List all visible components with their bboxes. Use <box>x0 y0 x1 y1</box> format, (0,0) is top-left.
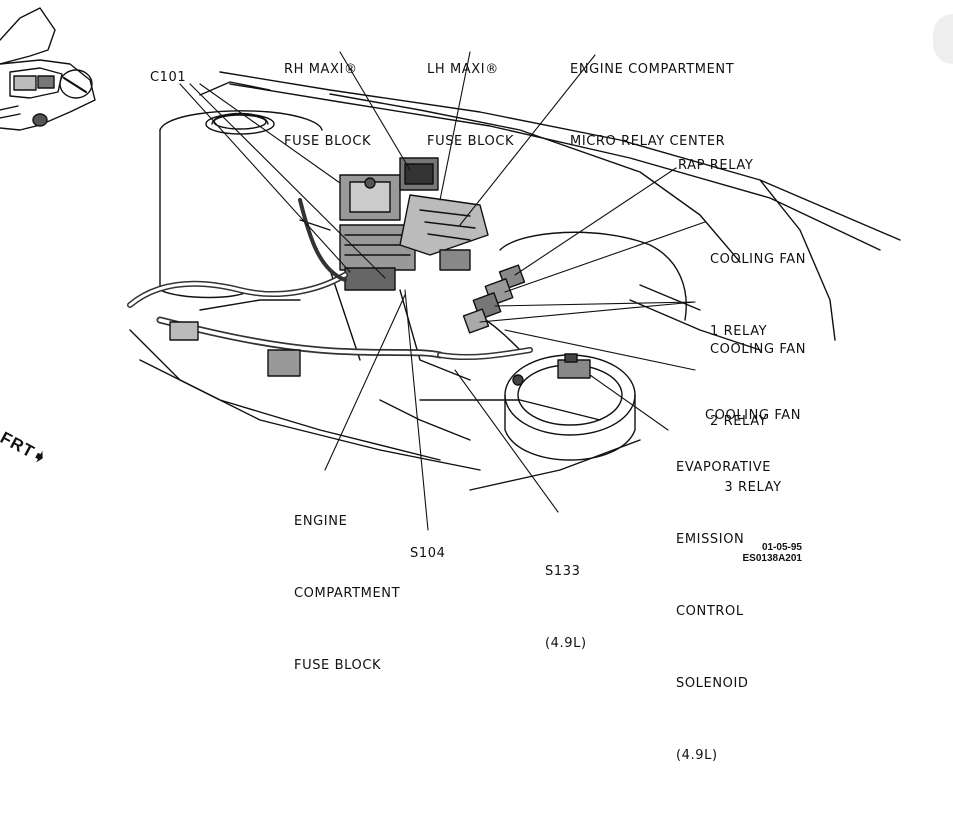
leader-fuse-block <box>324 294 406 471</box>
label-line: 2 RELAY <box>710 414 768 429</box>
figure-id: ES0138A201 <box>742 553 803 564</box>
cooling-fan-relays <box>462 264 591 379</box>
label-line: MICRO RELAY CENTER <box>570 134 726 149</box>
label-c101: C101 <box>150 70 187 85</box>
leader-fan3 <box>504 329 696 371</box>
label-line: COOLING FAN <box>705 408 802 423</box>
leader-lh-maxi <box>439 51 471 201</box>
leader-micro-relay <box>459 54 596 226</box>
label-rh-maxi-fuse-block: RH MAXI® FUSE BLOCK <box>284 10 371 202</box>
leader-fan2-a <box>494 301 696 307</box>
label-line: EVAPORATIVE <box>676 460 772 475</box>
leader-evap <box>589 374 669 431</box>
leader-rap-relay <box>514 167 677 276</box>
figure-code: 01-05-95 ES0138A201 <box>730 542 803 564</box>
label-line: LH MAXI® <box>427 62 499 77</box>
leader-rh-maxi <box>339 51 411 171</box>
leader-s133 <box>454 369 559 513</box>
label-line: EMISSION <box>676 532 745 547</box>
label-line: FUSE BLOCK <box>284 134 372 149</box>
label-line: S133 <box>545 564 581 579</box>
label-cooling-fan-2-relay: COOLING FAN 2 RELAY <box>710 290 806 482</box>
label-line: 1 RELAY <box>710 324 768 339</box>
leader-c101-a <box>179 83 351 273</box>
leader-s104 <box>404 289 429 531</box>
label-line: COMPARTMENT <box>294 586 401 601</box>
label-line: (4.9L) <box>676 748 718 763</box>
leader-fan1 <box>504 221 706 293</box>
label-line: ENGINE <box>294 514 348 529</box>
label-line: 3 RELAY <box>724 480 782 495</box>
label-line: (4.9L) <box>545 636 587 651</box>
wiring-harness <box>127 198 641 491</box>
label-engine-compartment-fuse-block: ENGINE COMPARTMENT FUSE BLOCK <box>294 462 400 726</box>
leader-fan2-b <box>479 301 696 323</box>
vehicle-locator-inset <box>0 7 96 131</box>
label-s104: S104 <box>410 546 446 561</box>
leader-c101-b <box>189 83 386 279</box>
label-evap-emission-solenoid: EVAPORATIVE EMISSION CONTROL SOLENOID (4… <box>676 408 771 816</box>
label-line: FUSE BLOCK <box>294 658 382 673</box>
label-rap-relay: RAP RELAY <box>678 158 754 173</box>
label-cooling-fan-3-relay: COOLING FAN 3 RELAY <box>705 356 801 548</box>
label-cooling-fan-1-relay: COOLING FAN 1 RELAY <box>710 200 806 392</box>
label-lh-maxi-fuse-block: LH MAXI® FUSE BLOCK <box>427 10 514 202</box>
label-line: SOLENOID <box>676 676 749 691</box>
figure-date: 01-05-95 <box>761 542 802 553</box>
engine-compartment-drawing <box>0 7 901 531</box>
label-line: CONTROL <box>676 604 744 619</box>
fuse-relay-cluster <box>299 157 489 381</box>
label-line: FUSE BLOCK <box>427 134 515 149</box>
label-line: COOLING FAN <box>710 342 807 357</box>
label-s133: S133 (4.9L) <box>545 512 587 704</box>
scroll-edge-tab <box>933 14 953 64</box>
label-line: ENGINE COMPARTMENT <box>570 62 735 77</box>
leader-lines <box>179 51 706 531</box>
label-line: RH MAXI® <box>284 62 358 77</box>
leader-c101-c <box>199 83 341 184</box>
label-micro-relay-center: ENGINE COMPARTMENT MICRO RELAY CENTER <box>570 10 734 202</box>
hood-outline <box>219 71 901 341</box>
label-line: COOLING FAN <box>710 252 807 267</box>
diagram-canvas: C101 RH MAXI® FUSE BLOCK LH MAXI® FUSE B… <box>0 7 953 763</box>
